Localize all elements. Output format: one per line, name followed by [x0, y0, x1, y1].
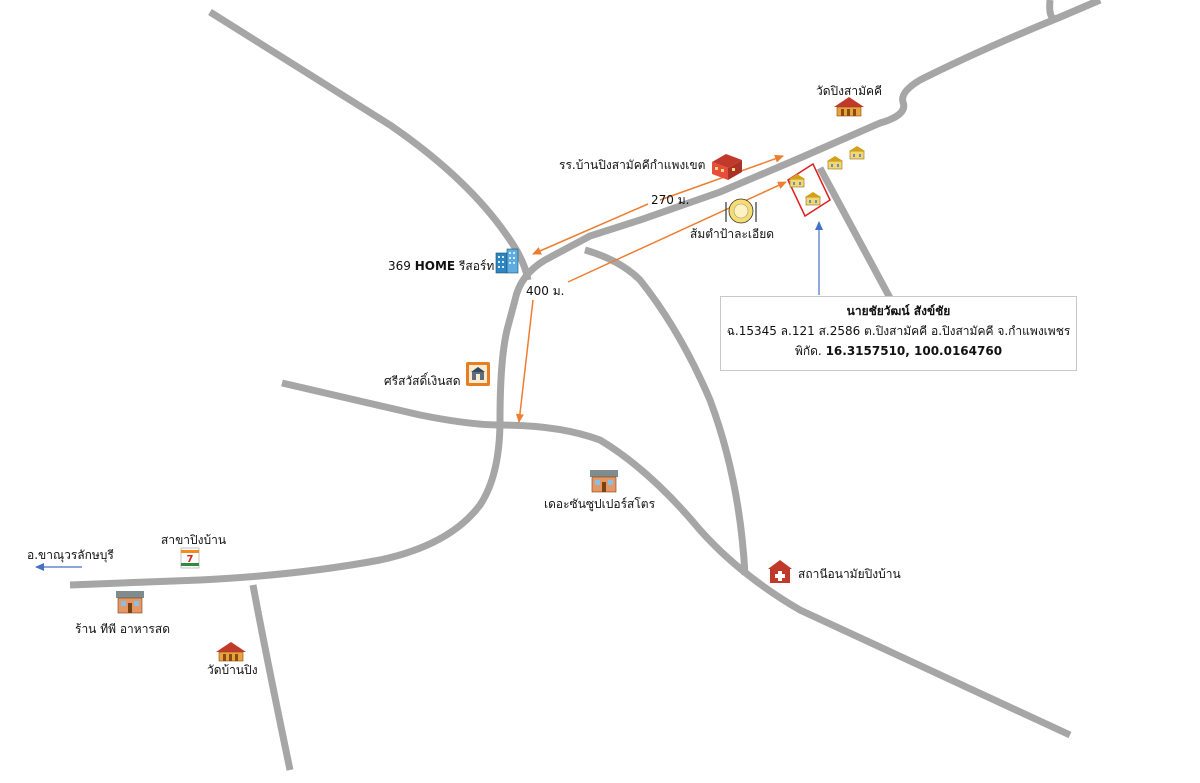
label-temple-top: วัดปิงสามัคคี: [816, 84, 883, 98]
distance-arrow-270: [659, 154, 784, 201]
label-distance-400: 400 ม.: [526, 284, 565, 298]
deed-details: ฉ.15345 ล.121 ส.2586 ต.ปิงสามัคคี อ.ปิงส…: [726, 324, 1071, 338]
distance-arrow-400: [567, 181, 787, 283]
property-info-box: นายชัยวัฒน์ สังข์ชัย ฉ.15345 ล.121 ส.258…: [720, 296, 1077, 371]
road-northwest: [208, 9, 532, 281]
building-icon: [495, 248, 519, 274]
road-east-spur: [816, 166, 894, 300]
road-main-upper: [69, 0, 1102, 589]
label-clinic: สถานีอนามัยปิงบ้าน: [798, 567, 901, 581]
coordinates-value: 16.3157510, 100.0164760: [825, 344, 1003, 358]
svg-text:7: 7: [187, 554, 194, 565]
store-icon: [116, 591, 144, 614]
label-school: รร.บ้านปิงสามัคคีกำแพงเขต: [559, 158, 706, 172]
house-icon: [789, 146, 865, 206]
coordinates: พิกัด. 16.3157510, 100.0164760: [721, 341, 1076, 361]
label-resort-suffix: รีสอร์ท: [455, 259, 495, 273]
shop-icon: [466, 362, 490, 386]
store-icon: [590, 470, 618, 493]
label-resort: 369 HOME รีสอร์ท: [388, 259, 494, 273]
coordinates-label: พิกัด.: [794, 344, 822, 358]
school-building-icon: [712, 154, 742, 180]
label-temple-bottom: วัดบ้านปิง: [207, 663, 258, 677]
road-network: [69, 0, 1102, 771]
label-tp-shop: ร้าน ทีพี อาหารสด: [75, 622, 170, 636]
clinic-icon: [768, 560, 792, 583]
label-loan-shop: ศรีสวัสดิ์เงินสด: [384, 374, 461, 388]
label-resort-bold: HOME: [414, 259, 456, 273]
road-inner: [584, 246, 749, 576]
label-supermarket: เดอะซันซูปเปอร์สโตร: [544, 497, 656, 511]
label-to-district: อ.ขาณุวรลักษบุรี: [27, 548, 114, 562]
label-distance-270: 270 ม.: [651, 193, 690, 207]
plate-cutlery-icon: [725, 198, 757, 224]
label-resort-prefix: 369: [388, 259, 415, 273]
owner-name: นายชัยวัฒน์ สังข์ชัย: [846, 304, 951, 318]
distance-arrow-270-back: [532, 203, 649, 255]
distance-arrow-400-down: [515, 299, 534, 423]
temple-icon: [834, 97, 864, 117]
label-seven-branch: สาขาปิงบ้าน: [161, 533, 227, 547]
label-restaurant: ส้มตำป้าละเอียด: [690, 227, 775, 241]
road-south: [249, 584, 294, 771]
seven-eleven-icon: 7: [180, 547, 200, 569]
temple-icon: [216, 642, 246, 662]
land-plot-outline: [787, 162, 831, 218]
road-cross: [281, 379, 1072, 739]
